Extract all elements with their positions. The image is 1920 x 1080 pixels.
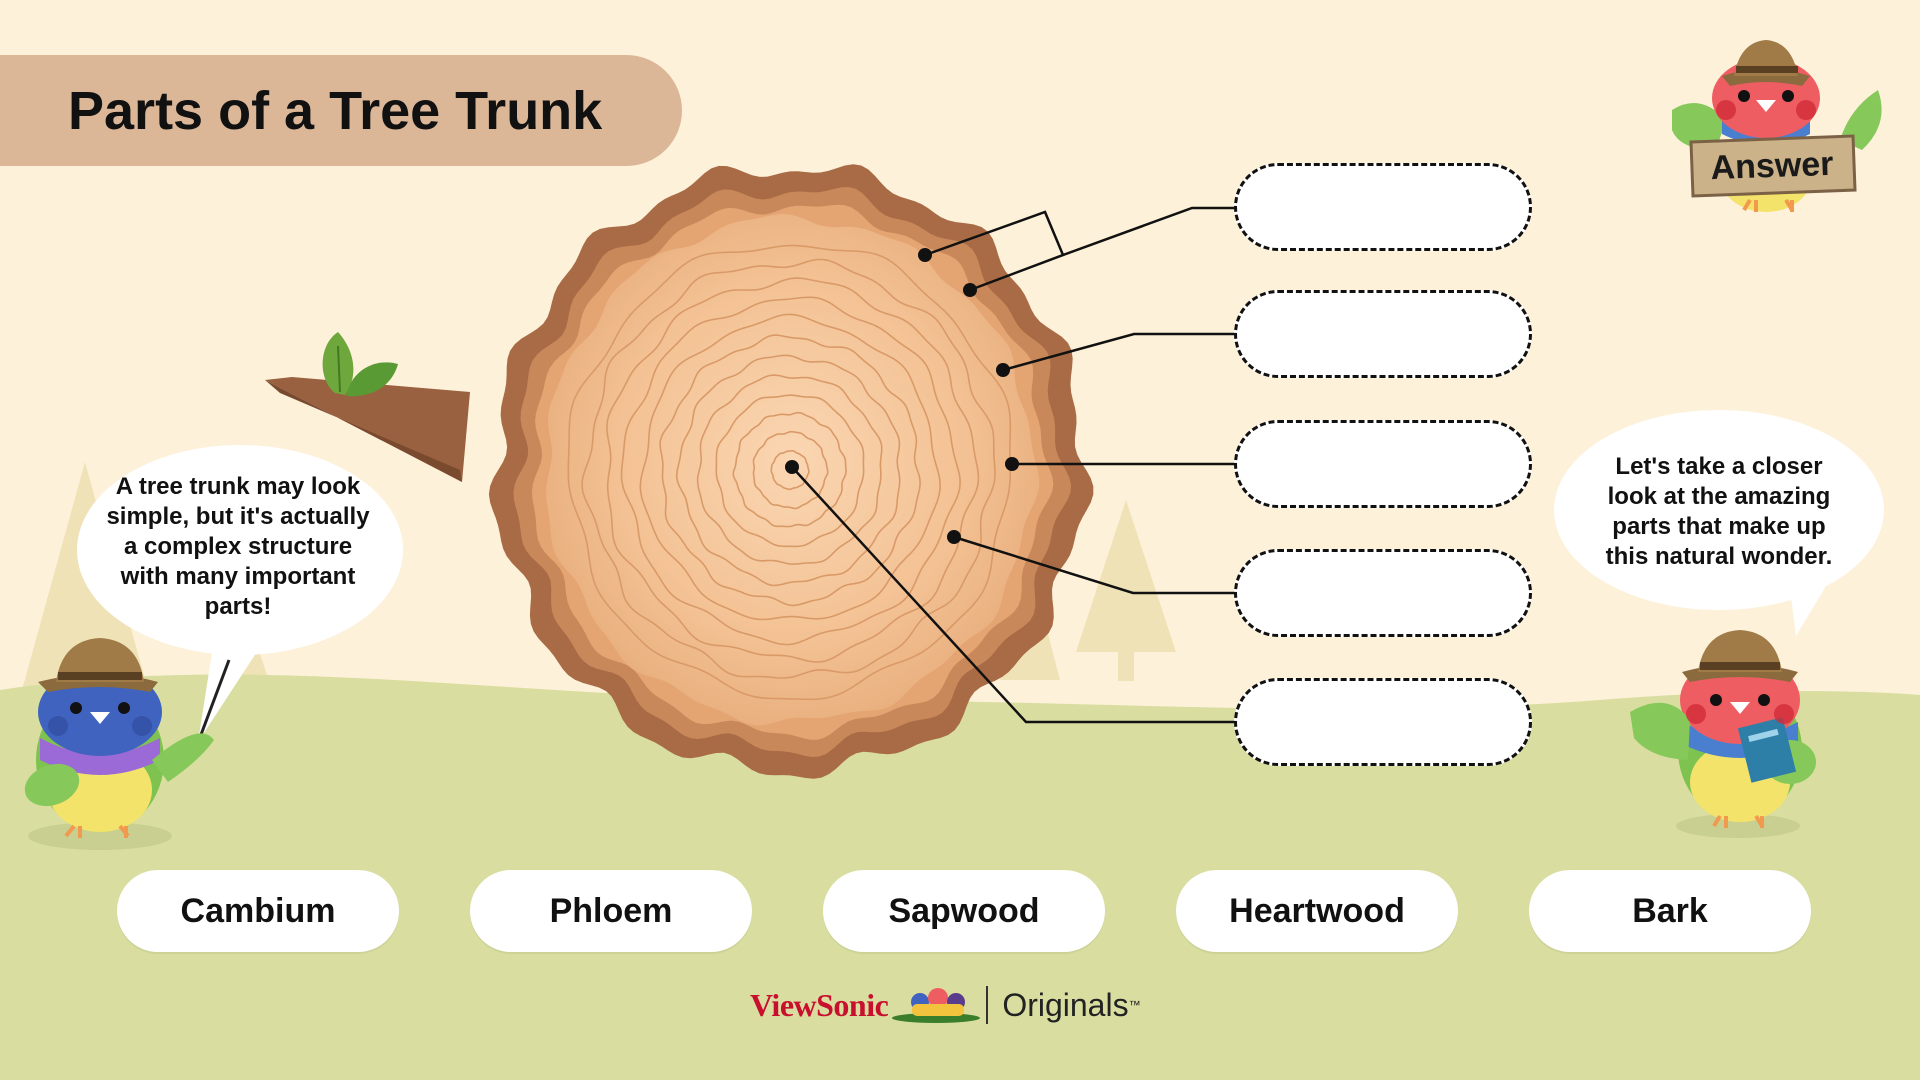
tree-ring bbox=[581, 258, 996, 679]
left-bubble-text: A tree trunk may look simple, but it's a… bbox=[106, 473, 370, 620]
bird-ranger-red-sign-icon bbox=[1672, 40, 1882, 212]
bird-ranger-blue-icon bbox=[24, 638, 214, 850]
footer-brand: ViewSonic Originals ™ bbox=[750, 982, 1141, 1028]
tree-ring bbox=[659, 334, 921, 607]
answer-slot-2[interactable] bbox=[1234, 290, 1532, 378]
tree-ring bbox=[639, 313, 942, 621]
viewsonic-logo-text: ViewSonic bbox=[750, 986, 889, 1023]
right-bubble-text: Let's take a closer look at the amazing … bbox=[1605, 453, 1833, 570]
answer-slot-5[interactable] bbox=[1234, 678, 1532, 766]
answer-slot-4[interactable] bbox=[1234, 549, 1532, 637]
label-connector-lines bbox=[791, 206, 1235, 724]
word-chip-cambium[interactable]: Cambium bbox=[117, 870, 399, 952]
tree-ring bbox=[752, 430, 829, 510]
title-banner bbox=[0, 55, 682, 166]
tree-ring bbox=[732, 411, 847, 528]
tree-ring bbox=[606, 277, 980, 663]
right-speech-bubble bbox=[1554, 410, 1884, 636]
tree-ring bbox=[715, 394, 865, 548]
tree-ring bbox=[567, 244, 1012, 701]
answer-button[interactable]: Answer bbox=[1709, 144, 1835, 187]
tree-ring bbox=[696, 374, 883, 565]
word-chip-sapwood[interactable]: Sapwood bbox=[823, 870, 1105, 952]
originals-label: Originals bbox=[1002, 986, 1129, 1023]
originals-trademark: ™ bbox=[1128, 998, 1141, 1012]
page-title: Parts of a Tree Trunk bbox=[68, 81, 603, 141]
word-chip-bark[interactable]: Bark bbox=[1529, 870, 1811, 952]
viewsonic-birds-logo-icon bbox=[892, 988, 980, 1023]
answer-slot-1[interactable] bbox=[1234, 163, 1532, 251]
branch bbox=[265, 332, 470, 482]
left-speech-bubble bbox=[77, 445, 403, 742]
brand-divider bbox=[986, 986, 989, 1024]
word-chip-phloem[interactable]: Phloem bbox=[470, 870, 752, 952]
tree-ring bbox=[770, 450, 810, 491]
word-chip-heartwood[interactable]: Heartwood bbox=[1176, 870, 1458, 952]
bird-ranger-red-book-icon bbox=[1630, 630, 1816, 838]
tree-ring bbox=[675, 354, 901, 587]
answer-slot-3[interactable] bbox=[1234, 420, 1532, 508]
label-pointer-dots bbox=[785, 248, 1019, 544]
tree-ring bbox=[620, 296, 961, 646]
